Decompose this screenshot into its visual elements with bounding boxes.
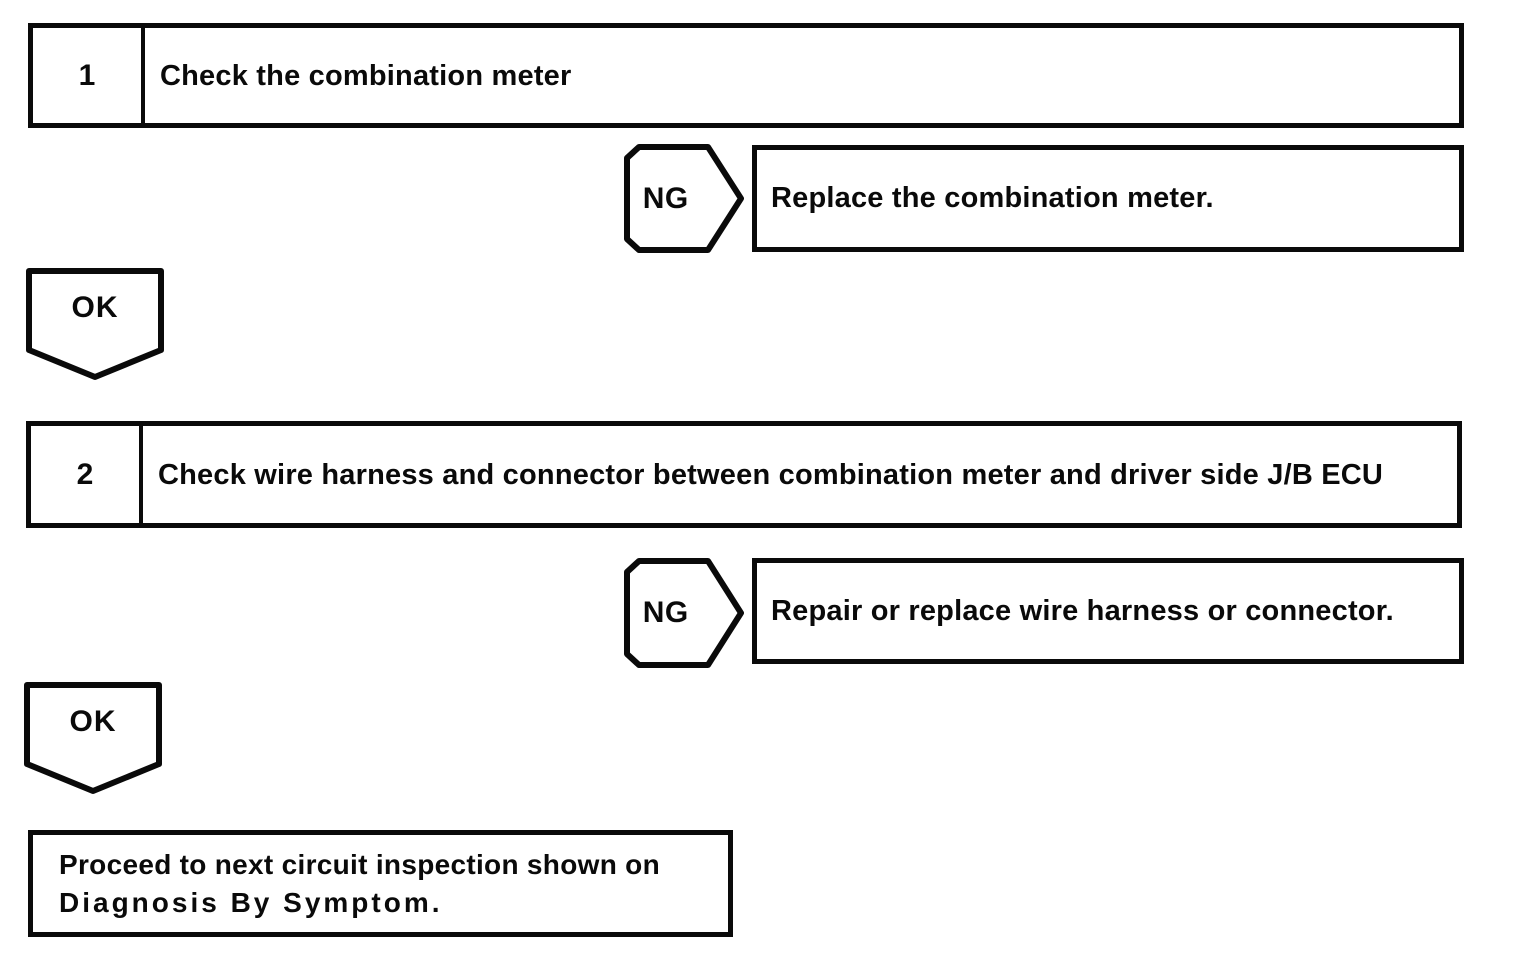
step-1-number: 1 [33,28,145,123]
final-instruction-box: Proceed to next circuit inspection shown… [28,830,733,937]
step-2-box: 2 Check wire harness and connector betwe… [26,421,1462,528]
step-1-ng-result-text: Replace the combination meter. [771,182,1214,214]
step-2-ng-label: NG [642,596,689,629]
final-instruction-line2: Diagnosis By Symptom. [59,886,443,918]
step-2-ok-label: OK [69,705,117,739]
step-2-number: 2 [31,426,143,523]
step-2-ok-connector: OK [23,681,163,795]
ng-arrow-icon [624,144,744,253]
step-1-ng-result-box: Replace the combination meter. [752,145,1464,252]
step-1-ng-connector: NG [623,143,745,254]
step-2-title: Check wire harness and connector between… [158,458,1384,491]
step-2-ng-connector: NG [623,557,745,669]
ok-arrow-icon [24,682,162,794]
step-1-title: Check the combination meter [160,59,572,92]
final-instruction-line1: Proceed to next circuit inspection shown… [59,848,660,880]
step-1-ng-label: NG [642,181,689,215]
step-1-ok-connector: OK [25,267,165,381]
ng-arrow-icon [624,558,744,668]
ok-arrow-icon [26,268,164,380]
step-1-box: 1 Check the combination meter [28,23,1464,128]
step-1-ok-label: OK [71,291,119,325]
step-2-ng-result-text: Repair or replace wire harness or connec… [771,594,1394,627]
step-2-ng-result-box: Repair or replace wire harness or connec… [752,558,1464,664]
